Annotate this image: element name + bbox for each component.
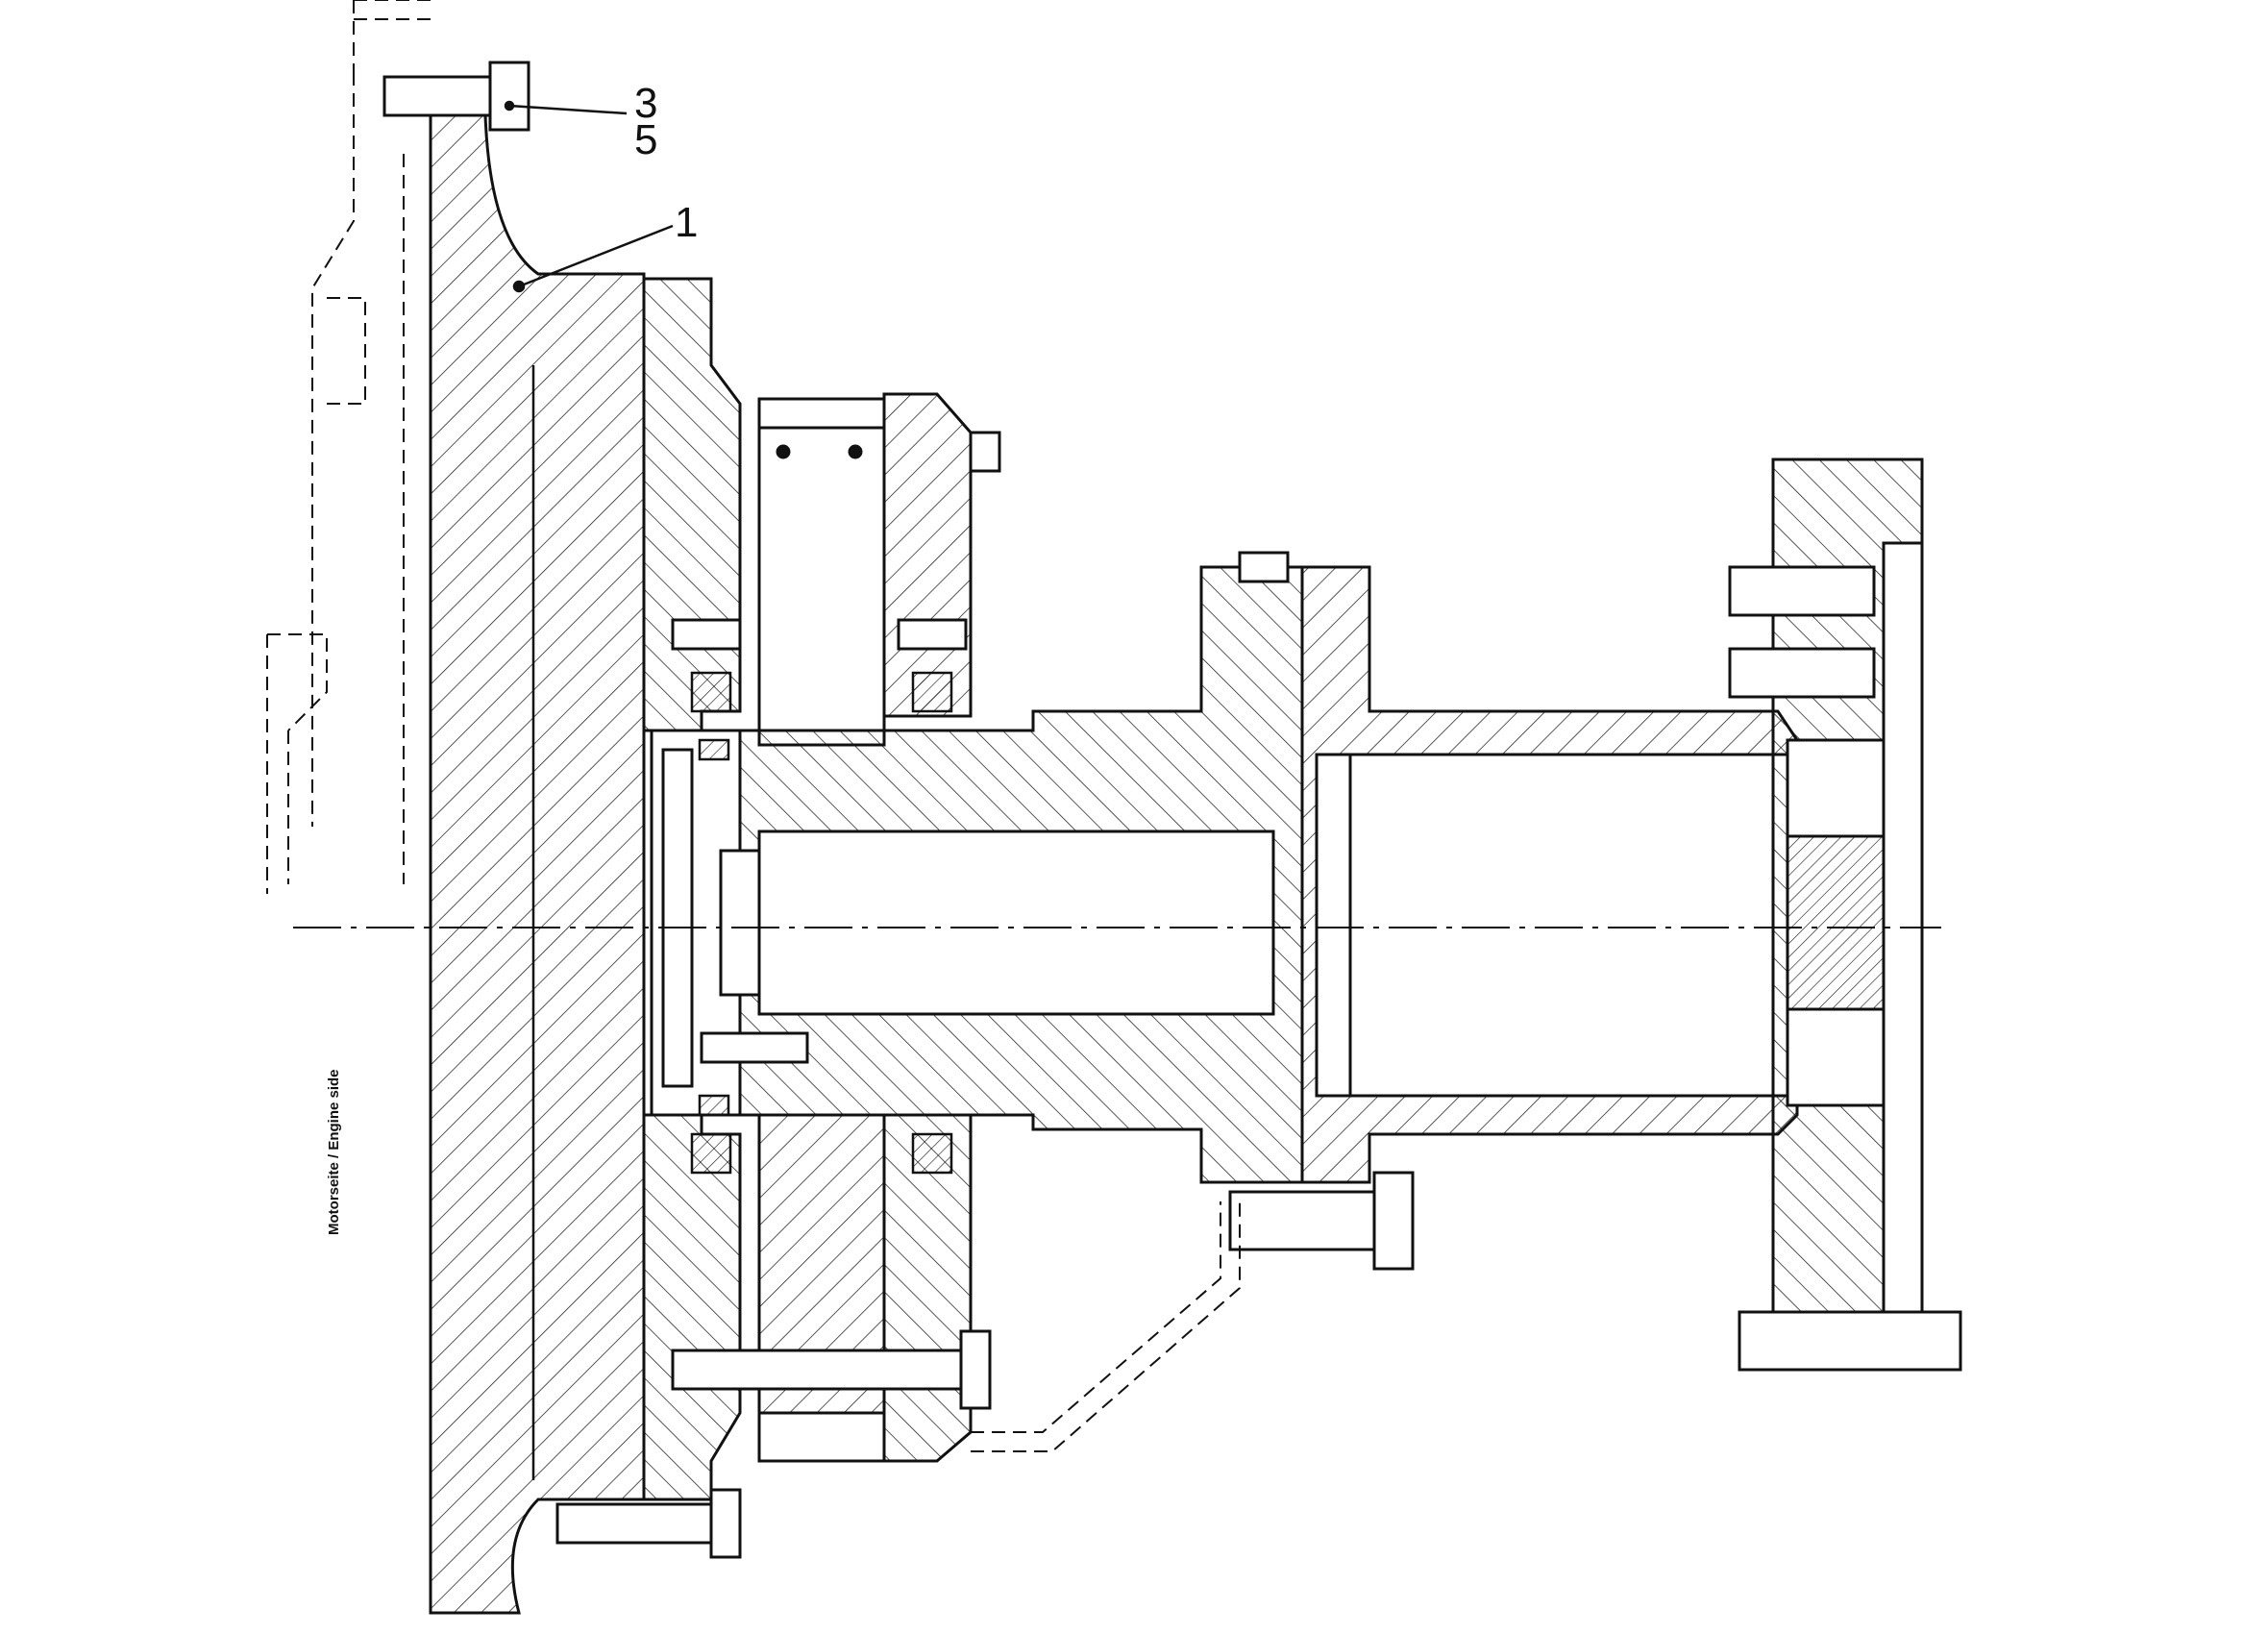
bolts	[382, 61, 1962, 1559]
callout-1: 1	[675, 199, 698, 246]
shaft-hub	[719, 565, 1304, 1184]
bearing-block-upper	[757, 392, 1001, 747]
seals	[690, 671, 953, 1175]
bolt-top	[382, 75, 492, 117]
bolt-upper-right	[897, 618, 968, 651]
intermediate-tube	[1300, 565, 1799, 1184]
bolt-bottom	[555, 1502, 713, 1545]
bell-housing	[429, 113, 646, 1615]
bolt-hub	[700, 1031, 809, 1064]
bolt-right-1	[1728, 565, 1876, 617]
bolt-flange-top	[1238, 551, 1290, 583]
bolt-upper-left	[671, 618, 742, 651]
bolt-right-2	[1728, 647, 1876, 699]
adapter-flange	[642, 277, 742, 1501]
callout-3: 3	[634, 80, 657, 127]
engine-outline-dashed	[266, 0, 432, 894]
guard-outline-dashed	[971, 1201, 1241, 1452]
callout-leaders	[504, 100, 674, 293]
bolt-lower-long	[671, 1349, 963, 1391]
bolt-right-bottom	[1738, 1310, 1962, 1372]
bolt-flange-lower	[1228, 1190, 1376, 1251]
callout-5: 5	[634, 116, 657, 163]
engine-side-label: Motorseite / Engine side	[326, 1069, 342, 1235]
